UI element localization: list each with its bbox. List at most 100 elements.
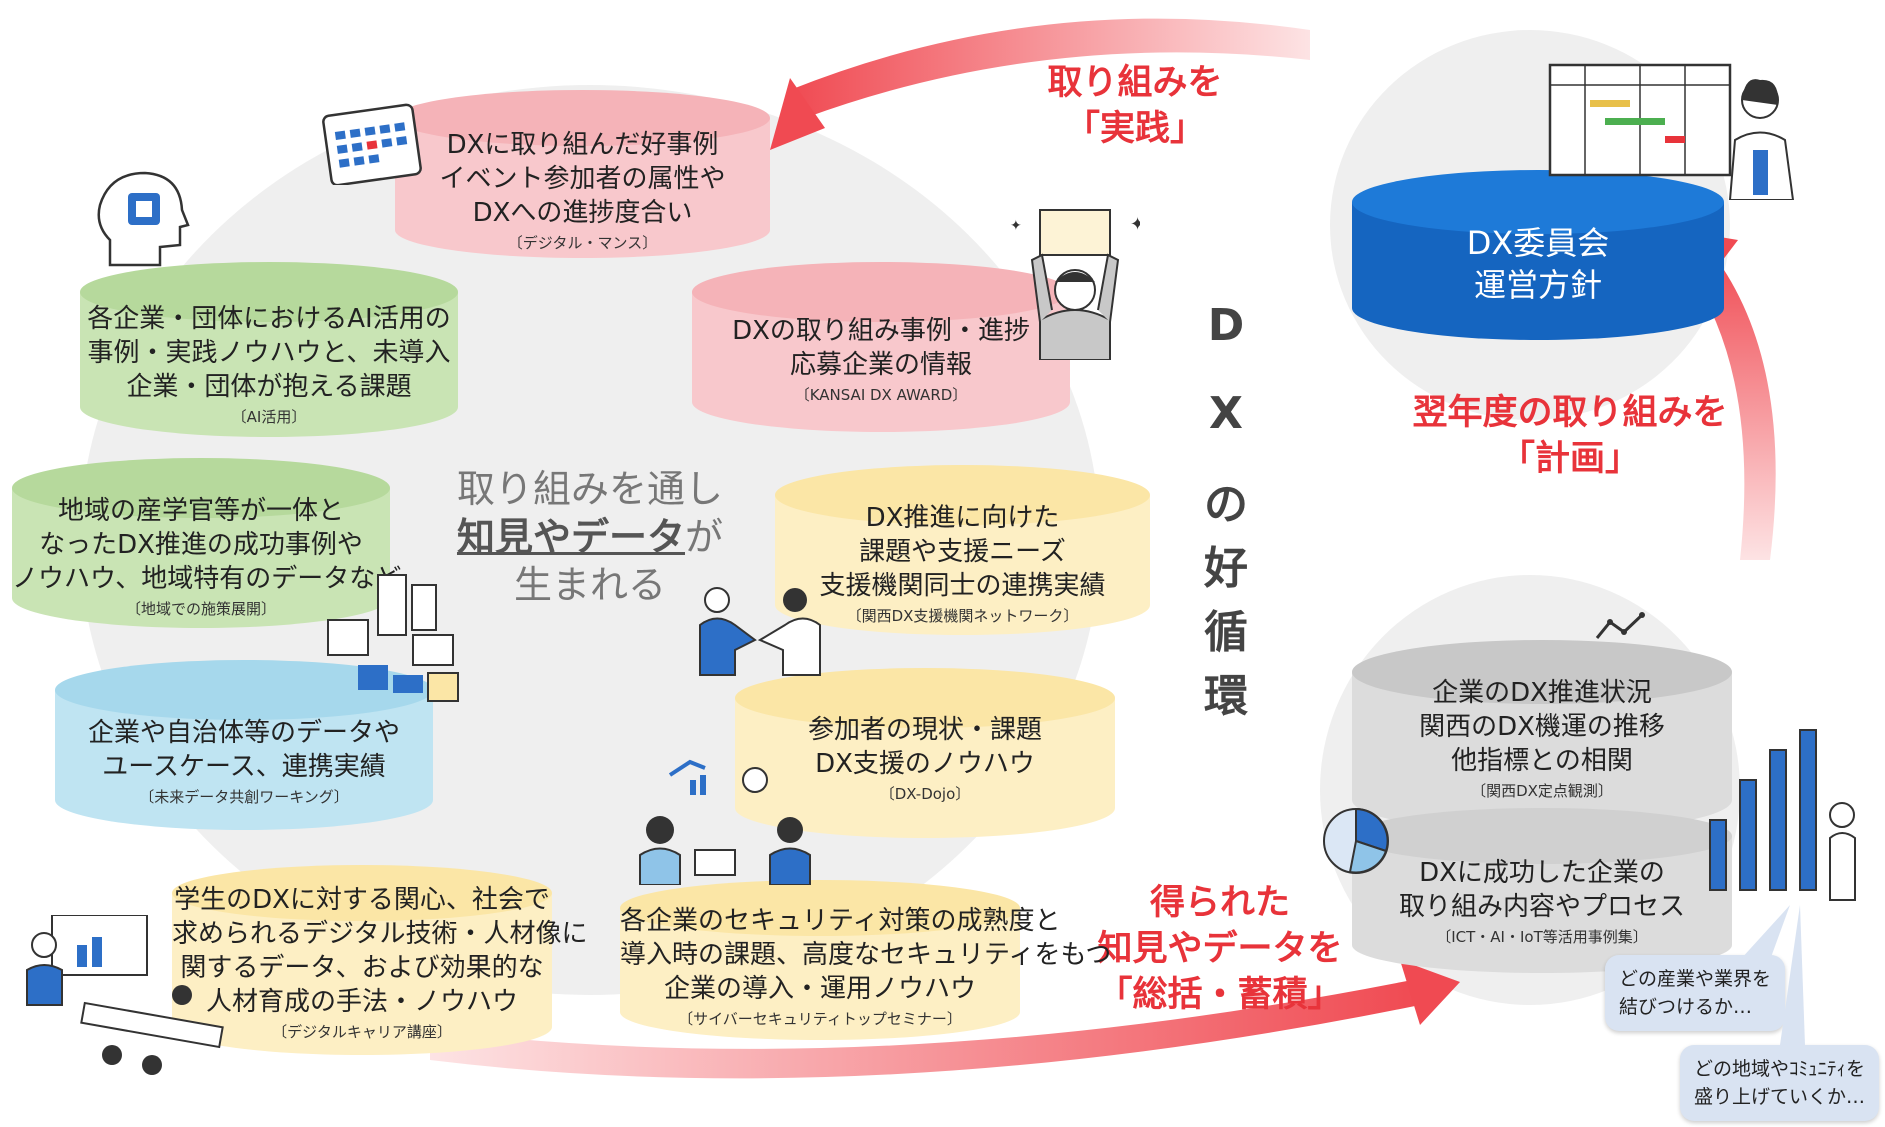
db-source: 〔地域での施策展開〕	[125, 600, 276, 618]
bubble-line: どの産業や業界を	[1619, 968, 1772, 990]
db-line: 企業・団体が抱える課題	[126, 372, 412, 402]
cylinder-shape	[172, 865, 552, 1055]
bubble-line: 盛り上げていくか…	[1694, 1086, 1866, 1108]
committee-line1: DX委員会	[1466, 224, 1610, 262]
speech-bubble-industry: どの産業や業界を 結びつけるか…	[1605, 955, 1786, 1031]
accumulate-label-line2: 知見やデータを	[1097, 929, 1343, 969]
accumulate-label: 得られた 知見やデータを 「総括・蓄積」	[1050, 880, 1390, 1018]
classroom-icon	[26, 915, 224, 1075]
db-source: 〔未来データ共創ワーキング〕	[139, 788, 349, 806]
cylinder-shape	[55, 660, 433, 830]
cylinder-shape	[1352, 170, 1724, 340]
db-source: 〔ICT・AI・IoT等活用事例集〕	[1436, 928, 1648, 946]
db-line: 学生のDXに対する関心、社会で	[174, 885, 550, 915]
db-line: ユースケース、連携実績	[102, 752, 386, 782]
db-line: 地域の産学官等が一体と	[57, 496, 344, 526]
accumulate-label-line3: 「総括・蓄積」	[1097, 975, 1343, 1015]
cycle-title-char: 環	[1204, 671, 1248, 722]
practice-arrow	[790, 18, 1310, 119]
db-line: DXの取り組み事例・進捗	[732, 316, 1030, 346]
database-teiten: 企業のDX推進状況 関西のDX機運の推移 他指標との相関 〔関西DX定点観測〕	[1352, 640, 1732, 830]
db-line: 関西のDX機運の推移	[1419, 712, 1665, 742]
database-mirai: 企業や自治体等のデータや ユースケース、連携実績 〔未来データ共創ワーキング〕	[55, 660, 433, 830]
database-digital-manse: DXに取り組んだ好事例 イベント参加者の属性や DXへの進捗度合い 〔デジタル・…	[395, 90, 770, 260]
committee-line2: 運営方針	[1473, 266, 1602, 304]
db-line: 事例・実践ノウハウと、未導入	[87, 338, 451, 368]
ai-head-icon	[97, 171, 190, 267]
bubble-line: 結びつけるか…	[1619, 996, 1753, 1018]
db-line: 支援機関同士の連携実績	[819, 571, 1106, 601]
speech-bubble-region: どの地域やｺﾐｭﾆﾃｨを 盛り上げていくか…	[1680, 1045, 1880, 1121]
cylinder-shape	[1352, 808, 1732, 973]
database-career: 学生のDXに対する関心、社会で 求められるデジタル技術・人材像に 関するデータ、…	[172, 865, 588, 1055]
db-line: 求められるデジタル技術・人材像に	[172, 919, 588, 949]
db-source: 〔関西DX支援機関ネットワーク〕	[846, 607, 1079, 625]
db-line: 他指標との相関	[1451, 746, 1633, 776]
center-message-line2: 知見やデータが	[430, 513, 750, 561]
cylinder-shape	[735, 668, 1115, 838]
plan-label-line2: 「計画」	[1499, 439, 1640, 479]
center-message-emphasis: 知見やデータ	[456, 515, 685, 559]
db-source: 〔サイバーセキュリティトップセミナー〕	[678, 1010, 962, 1028]
calendar-icon	[322, 103, 422, 185]
practice-arrowhead	[770, 78, 825, 150]
database-region: 地域の産学官等が一体と なったDX推進の成功事例や ノウハウ、地域特有のデータな…	[12, 458, 402, 628]
database-award: DXの取り組み事例・進捗 応募企業の情報 〔KANSAI DX AWARD〕	[692, 262, 1070, 432]
cycle-title-char: X	[1209, 388, 1243, 439]
db-line: 応募企業の情報	[789, 350, 972, 380]
committee-policy: DX委員会 運営方針	[1352, 170, 1724, 340]
bubble-line: どの地域やｺﾐｭﾆﾃｨを	[1694, 1058, 1866, 1080]
db-source: 〔AI活用〕	[231, 408, 307, 426]
db-line: 各企業・団体におけるAI活用の	[87, 304, 451, 334]
svg-text:✦: ✦	[1130, 214, 1140, 235]
plan-label: 翌年度の取り組みを 「計画」	[1370, 390, 1770, 482]
practice-label-line1: 取り組みを	[1047, 63, 1223, 103]
db-source: 〔デジタルキャリア講座〕	[272, 1023, 452, 1041]
database-jirei: DXに成功した企業の 取り組み内容やプロセス 〔ICT・AI・IoT等活用事例集…	[1352, 808, 1732, 973]
cylinder-shape	[620, 880, 1020, 1040]
planning-presenter-icon	[1548, 63, 1795, 200]
cylinder-shape	[12, 458, 390, 628]
cycle-title-char: 好	[1204, 543, 1248, 594]
db-source: 〔デジタル・マンス〕	[507, 234, 658, 252]
cylinder-shape	[80, 262, 458, 437]
cycle-title-char: D	[1207, 300, 1245, 351]
pie-chart-icon	[1323, 807, 1389, 874]
db-line: DXへの進捗度合い	[472, 198, 693, 228]
db-source: 〔関西DX定点観測〕	[1471, 782, 1613, 800]
db-line: 企業の導入・運用ノウハウ	[663, 974, 976, 1004]
svg-text:✦: ✦	[1010, 218, 1022, 234]
db-line: DXに取り組んだ好事例	[446, 130, 719, 160]
city-icon	[327, 574, 459, 702]
cylinder-shape	[1352, 640, 1732, 830]
db-line: DXに成功した企業の	[1419, 858, 1665, 888]
cycle-title-char: 循	[1204, 607, 1248, 658]
db-line: 人材育成の手法・ノウハウ	[205, 987, 518, 1017]
plan-arrow	[1688, 250, 1776, 560]
cylinder-shape	[692, 262, 1070, 432]
db-line: 各企業のセキュリティ対策の成熟度と	[620, 906, 1061, 936]
accumulate-arrow	[430, 980, 1420, 1079]
db-line: 関するデータ、および効果的な	[180, 953, 544, 983]
db-line: DX推進に向けた	[865, 503, 1060, 533]
cylinder-shape	[395, 90, 770, 258]
bubble-tails	[1740, 905, 1805, 1045]
practice-label: 取り組みを 「実践」	[1000, 60, 1270, 152]
handshake-icon	[699, 587, 821, 676]
db-line: 参加者の現状・課題	[807, 715, 1042, 745]
trend-line-icon	[1595, 612, 1645, 639]
accumulate-label-line1: 得られた	[1149, 883, 1290, 923]
database-security: 各企業のセキュリティ対策の成熟度と 導入時の課題、高度なセキュリティをもつ 企業…	[620, 880, 1111, 1040]
db-line: 企業や自治体等のデータや	[87, 718, 400, 748]
center-message-line3: 生まれる	[513, 563, 666, 607]
center-message-line2-rest: が	[685, 515, 724, 559]
practice-label-line2: 「実践」	[1064, 109, 1205, 149]
award-winner-icon: ✦ ✦	[1010, 209, 1140, 360]
accumulate-arrowhead	[1400, 960, 1460, 1025]
db-line: ノウハウ、地域特有のデータなど	[12, 564, 402, 594]
analysis-bars-icon	[1709, 729, 1856, 901]
db-line: 取り組み内容やプロセス	[1398, 892, 1685, 922]
db-source: 〔KANSAI DX AWARD〕	[794, 386, 968, 404]
meeting-icon	[639, 759, 811, 885]
db-line: なったDX推進の成功事例や	[39, 530, 363, 560]
